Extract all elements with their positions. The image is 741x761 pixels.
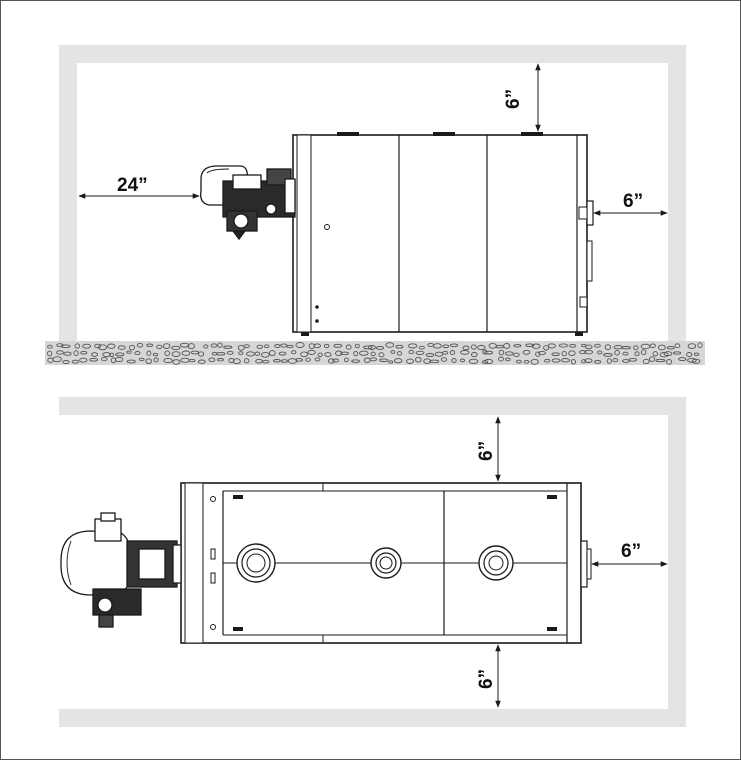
plan-view: 6” 6” 6” bbox=[59, 397, 686, 727]
boiler-nozzle-rear bbox=[478, 545, 514, 581]
boiler-nozzle-middle bbox=[370, 547, 402, 579]
burner-plan-view bbox=[60, 512, 182, 628]
dim-label-burner-clearance: 24” bbox=[117, 175, 148, 196]
elevation-view: 24” 6” 6” bbox=[45, 45, 705, 365]
boiler-plan-body bbox=[180, 482, 592, 644]
dim-label-top-clearance: 6” bbox=[503, 89, 524, 109]
dim-label-plan-side1-clearance: 6” bbox=[476, 441, 497, 461]
boiler-side-body bbox=[292, 132, 594, 336]
dim-label-plan-side2-clearance: 6” bbox=[476, 669, 497, 689]
burner-side-view bbox=[200, 165, 296, 241]
boiler-nozzle-large bbox=[236, 543, 276, 583]
gravel-ground bbox=[45, 341, 705, 365]
dim-label-rear-clearance: 6” bbox=[623, 191, 643, 212]
dim-label-plan-rear-clearance: 6” bbox=[621, 541, 641, 562]
